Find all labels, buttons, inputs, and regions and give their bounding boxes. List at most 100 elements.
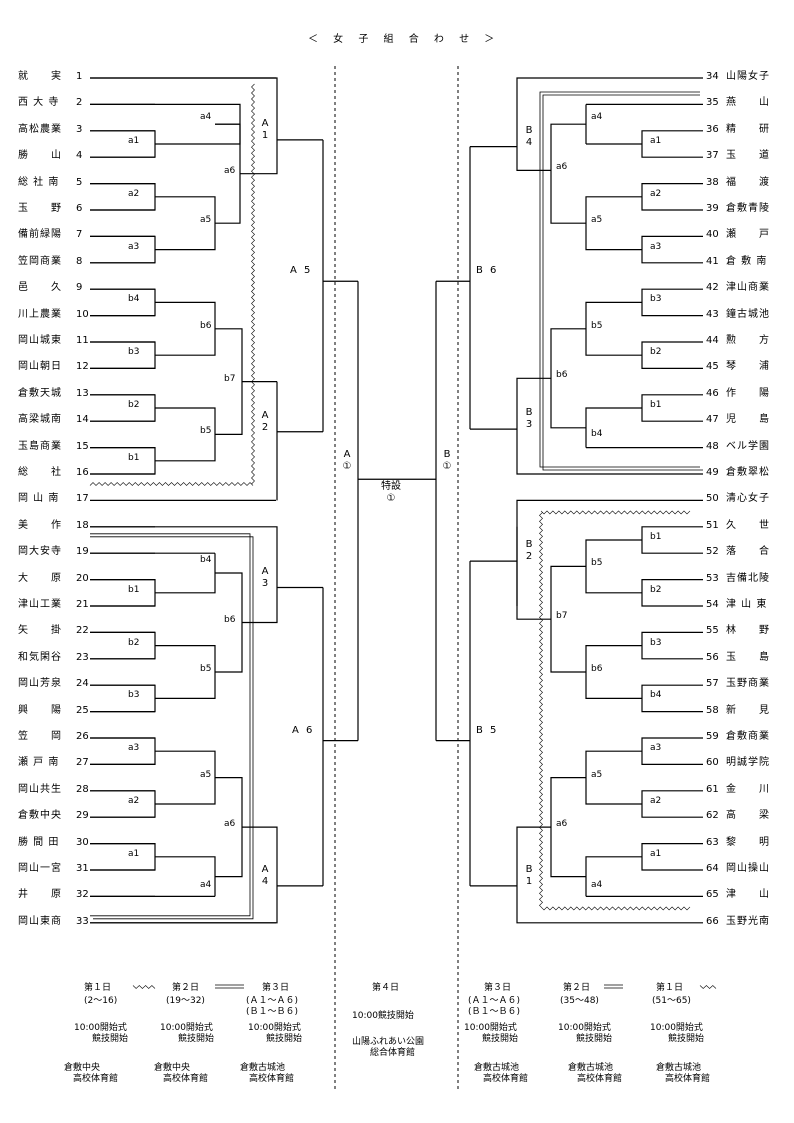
right-team-name: 玉 島 [726, 651, 770, 663]
right-team-name: 倉敷商業 [726, 731, 770, 742]
left-team-num: 13 [76, 387, 89, 399]
left-team-name: 岡 山 南 [18, 493, 60, 505]
left-team-num: 30 [76, 836, 89, 848]
right-team-name: ベル学園 [726, 440, 770, 452]
round-label-a1: a1 [128, 848, 140, 859]
legend-day1-left [132, 985, 156, 989]
right-team-num: 64 [706, 863, 719, 874]
round-label-a2: a2 [650, 188, 662, 199]
day1-right: 第１日 [656, 983, 684, 993]
right-team-name: 明誠学院 [726, 757, 770, 769]
right-team-name: 金 川 [726, 783, 770, 795]
block-label-B4: B 4 [525, 124, 533, 148]
left-team-name: 勝 間 田 [18, 836, 60, 848]
bracket-connector [90, 826, 278, 924]
bracket-connector [90, 183, 156, 211]
right-team-name: 勲 方 [726, 335, 770, 346]
right-team-num: 56 [706, 651, 719, 663]
round-label-a2: a2 [650, 796, 662, 806]
bracket-connector [585, 856, 642, 897]
round-label-a1: a1 [128, 136, 140, 146]
round-label-b4: b4 [128, 294, 140, 305]
block-label-A6: A 6 [292, 724, 315, 736]
right-team-num: 49 [706, 467, 719, 478]
left-team-num: 20 [76, 572, 89, 584]
left-team-name: 岡山一宮 [18, 863, 62, 874]
round-label-b4: b4 [650, 690, 662, 701]
right-team-name: 山陽女子 [726, 71, 770, 82]
round-label-b6: b6 [591, 664, 603, 674]
round-label-b2: b2 [650, 347, 662, 358]
block-label-B3: B 3 [525, 407, 533, 431]
right-team-name: 倉 敷 南 [726, 255, 768, 267]
round-label-a4: a4 [200, 880, 212, 891]
round-label-a6: a6 [556, 162, 568, 173]
right-team-name: 福 渡 [726, 176, 770, 188]
day2-left: 第２日 [172, 983, 200, 993]
block-label-A1: A 1 [261, 117, 269, 141]
day3-left: 第３日 [262, 983, 290, 993]
left-team-num: 27 [76, 757, 89, 769]
day4: 第４日 [372, 983, 400, 993]
day1-left: 第１日 [84, 983, 112, 993]
left-team-num: 33 [76, 915, 89, 927]
bracket-connector [90, 578, 156, 607]
left-team-num: 5 [76, 176, 83, 188]
left-team-name: 備前緑陽 [18, 229, 62, 241]
left-team-num: 11 [76, 335, 89, 346]
block-label-A5: A 5 [290, 265, 313, 277]
left-team-num: 10 [76, 308, 89, 320]
left-team-num: 6 [76, 203, 83, 214]
left-team-num: 31 [76, 863, 89, 874]
left-team-num: 1 [76, 71, 83, 82]
round-label-a6: a6 [556, 819, 568, 830]
left-team-num: 9 [76, 282, 83, 294]
day2-marker-right [539, 91, 700, 468]
left-team-name: 勝 山 [18, 150, 62, 162]
day2-right: 第２日 [563, 983, 591, 993]
right-team-num: 58 [706, 704, 719, 716]
right-team-num: 55 [706, 625, 719, 637]
time3-left: 10:00開始式 競技開始 [248, 1023, 303, 1044]
left-team-num: 19 [76, 546, 89, 558]
right-team-num: 42 [706, 282, 719, 294]
round-label-a5: a5 [591, 769, 603, 780]
left-team-name: 矢 掛 [18, 625, 62, 637]
left-team-name: 邑 久 [18, 282, 62, 294]
left-team-num: 21 [76, 599, 89, 610]
left-team-num: 12 [76, 361, 89, 373]
block-label-A3: A 3 [261, 565, 269, 589]
left-team-name: 岡山城東 [18, 335, 62, 346]
right-team-num: 34 [706, 71, 719, 82]
left-team-num: 4 [76, 150, 83, 162]
left-team-name: 玉島商業 [18, 440, 62, 452]
left-team-name: 笠 岡 [18, 731, 62, 742]
right-team-num: 52 [706, 546, 719, 558]
left-team-name: 瀬 戸 南 [18, 757, 60, 769]
page-title: ＜ 女 子 組 合 わ せ ＞ [308, 34, 501, 45]
round-label-a4: a4 [200, 112, 212, 123]
left-team-num: 28 [76, 783, 89, 795]
right-team-num: 38 [706, 176, 719, 188]
round-label-b3: b3 [650, 294, 662, 305]
round-label-a1: a1 [650, 848, 662, 859]
bracket-connector [516, 526, 551, 620]
right-team-num: 43 [706, 308, 719, 320]
right-team-name: 新 見 [726, 704, 770, 716]
range1-left: (2～16) [84, 996, 118, 1006]
right-team-num: 66 [706, 915, 719, 927]
left-team-num: 7 [76, 229, 83, 241]
day2-marker-left [90, 536, 254, 920]
round-label-b6: b6 [556, 370, 568, 381]
right-team-name: 玉野商業 [726, 678, 770, 690]
bracket-connector [585, 407, 642, 448]
right-team-num: 47 [706, 414, 719, 426]
bracket-connector [90, 447, 156, 475]
right-team-num: 63 [706, 836, 719, 848]
venue1-right: 倉敷古城池 高校体育館 [656, 1063, 711, 1084]
right-team-num: 57 [706, 678, 719, 690]
block-label-A4: A 4 [261, 863, 269, 887]
venue3-left: 倉敷古城池 高校体育館 [240, 1063, 295, 1084]
time1-left: 10:00開始式 競技開始 [74, 1023, 129, 1044]
